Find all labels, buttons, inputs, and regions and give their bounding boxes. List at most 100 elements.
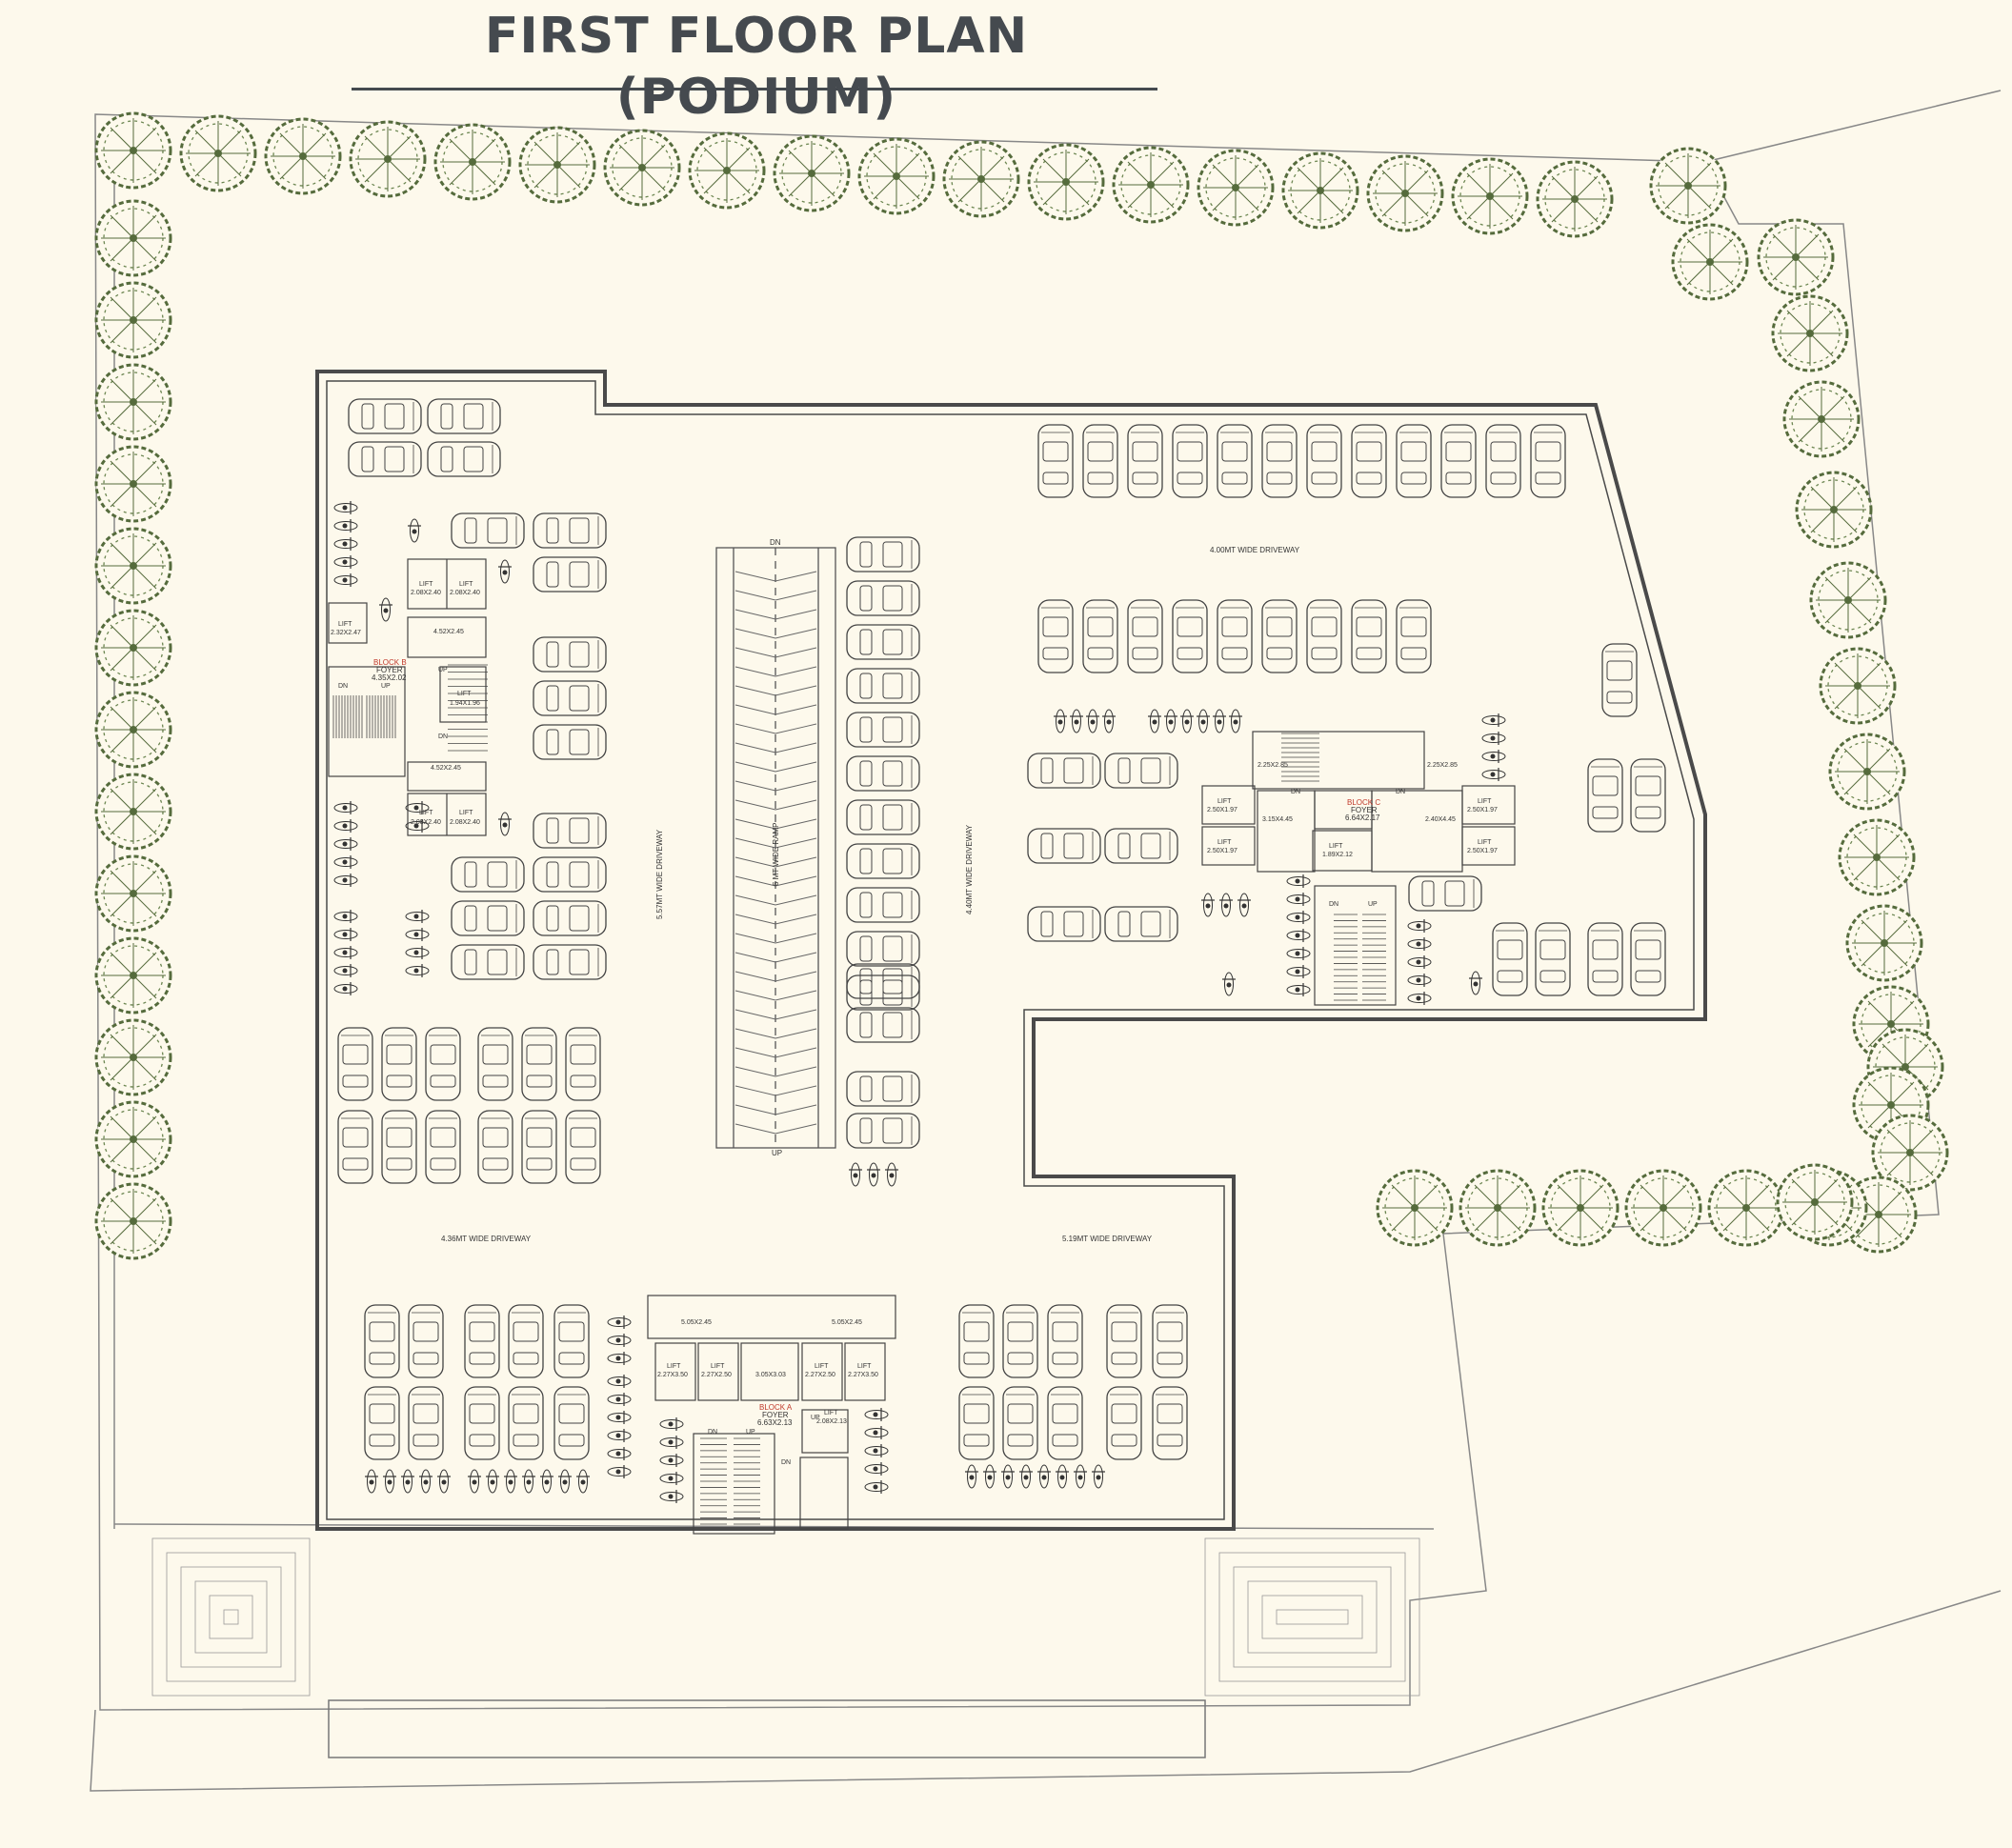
bike-bay: [497, 559, 513, 584]
bike-bay: [864, 1479, 889, 1495]
tree-icon: [1838, 818, 1916, 896]
tree-icon: [1281, 151, 1359, 230]
car-bay: [533, 856, 607, 893]
car-bay: [1104, 828, 1178, 864]
bike-bay: [333, 818, 358, 834]
bike-bay: [405, 945, 430, 960]
bike-bay: [659, 1435, 684, 1450]
bike-bay: [1286, 946, 1311, 961]
c-lift3-size: 2.50X1.97: [1467, 807, 1498, 814]
bike-bay: [1407, 991, 1432, 1006]
car-bay: [1082, 599, 1118, 673]
car-bay: [1351, 424, 1387, 498]
staircases: [332, 664, 1386, 1525]
c-lift4-size: 2.50X1.97: [1467, 848, 1498, 854]
car-bay: [553, 1386, 590, 1460]
bike-bay: [333, 800, 358, 815]
c-lift5-size: 1.89X2.12: [1322, 852, 1353, 858]
c-lift1: LIFT: [1217, 798, 1232, 805]
bike-bay: [607, 1446, 632, 1461]
car-bay: [533, 680, 607, 716]
block-c-name: BLOCK C: [1347, 798, 1380, 807]
tree-icon: [1757, 218, 1835, 296]
car-bay: [364, 1304, 400, 1378]
car-bay: [553, 1304, 590, 1378]
two-wheeler-bays: [333, 500, 1506, 1504]
bike-bay: [1407, 973, 1432, 988]
b-lift1: LIFT: [419, 581, 433, 588]
bike-bay: [1481, 749, 1506, 764]
bike-bay: [378, 597, 393, 622]
car-bay: [846, 624, 920, 660]
block-a-core: [647, 1295, 896, 1535]
tree-icon: [94, 527, 172, 605]
car-bay: [958, 1386, 995, 1460]
car-bay: [1037, 599, 1074, 673]
ramp-chevron: [734, 780, 817, 792]
car-bay: [521, 1027, 557, 1101]
car-bay: [381, 1110, 417, 1184]
bike-bay: [1091, 1464, 1106, 1489]
bike-bay: [607, 1410, 632, 1425]
car-bay: [508, 1386, 544, 1460]
car-bay: [348, 398, 422, 434]
car-bay: [1535, 922, 1571, 996]
bike-bay: [1196, 709, 1211, 733]
car-bay: [408, 1304, 444, 1378]
driveway-left-vertical: 5.57MT WIDE DRIVEWAY: [655, 829, 664, 919]
b-lift6: LIFT: [459, 810, 473, 816]
car-bay: [846, 712, 920, 748]
tree-icon: [94, 691, 172, 769]
bike-bay: [333, 873, 358, 888]
c-lift2: LIFT: [1217, 839, 1232, 846]
car-bay: [846, 887, 920, 923]
c-lift1-size: 2.50X1.97: [1207, 807, 1237, 814]
tree-icon: [264, 117, 342, 195]
bike-bay: [1468, 971, 1483, 995]
landscape-pad-right: [1204, 1537, 1420, 1697]
tree-icon: [1707, 1169, 1785, 1247]
car-bay: [565, 1110, 601, 1184]
car-bay: [427, 398, 501, 434]
bike-bay: [607, 1374, 632, 1389]
car-bay: [533, 813, 607, 849]
ramp-chevron: [734, 1028, 817, 1039]
car-parking-bays: [337, 398, 1666, 1460]
car-bay: [846, 755, 920, 792]
tree-icon: [349, 120, 427, 198]
tree-icon: [857, 137, 936, 215]
a-lift4-size: 2.27X3.50: [848, 1372, 878, 1378]
car-bay: [1485, 424, 1521, 498]
tree-icon: [1459, 1169, 1537, 1247]
b-dn2: DN: [438, 733, 448, 740]
bike-bay: [333, 554, 358, 570]
bike-bay: [333, 500, 358, 515]
car-bay: [533, 900, 607, 936]
ramp-label: 6 MT WIDE RAMP: [772, 822, 780, 886]
car-bay: [1492, 922, 1528, 996]
block-b-size: 4.35X2.02: [372, 673, 407, 682]
a-dn2: DN: [781, 1459, 791, 1466]
car-bay: [1002, 1304, 1038, 1378]
ramp-chevron: [734, 1104, 817, 1115]
a-lift2-size: 2.27X2.50: [701, 1372, 732, 1378]
bike-bay: [405, 963, 430, 978]
tree-icon: [1845, 904, 1923, 982]
ramp-chevron: [734, 952, 817, 963]
ramp-chevron: [734, 933, 817, 944]
b-lobby2: 4.52X2.45: [431, 765, 461, 772]
c-dn2: DN: [1396, 789, 1405, 795]
car-bay: [846, 1007, 920, 1043]
block-c-core: [1201, 731, 1516, 1006]
bike-bay: [607, 1464, 632, 1479]
tree-icon: [942, 140, 1020, 218]
bike-bay: [418, 1469, 433, 1494]
car-bay: [427, 441, 501, 477]
bike-bay: [864, 1407, 889, 1422]
bike-bay: [333, 836, 358, 852]
tree-icon: [773, 134, 851, 212]
car-bay: [958, 1304, 995, 1378]
car-bay: [846, 931, 920, 967]
ramp-chevron: [734, 894, 817, 906]
bike-bay: [539, 1469, 554, 1494]
